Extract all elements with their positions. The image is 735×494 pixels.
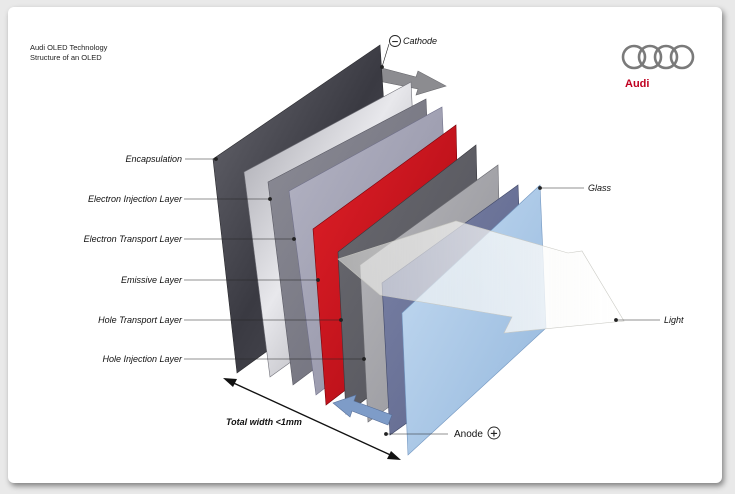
anode-label-group: Anode + — [454, 426, 501, 440]
label-total-width: Total width <1mm — [226, 417, 302, 427]
diagram-title-line1: Audi OLED Technology — [30, 43, 108, 52]
audi-rings-icon — [621, 44, 695, 70]
anode-sign: + — [490, 429, 498, 440]
label-cathode: Cathode — [403, 36, 437, 46]
audi-logo: Audi — [621, 44, 695, 90]
label-light: Light — [664, 315, 684, 325]
label-electron-transport: Electron Transport Layer — [84, 234, 183, 244]
label-glass: Glass — [588, 183, 612, 193]
oled-structure-diagram: Audi OLED Technology Structure of an OLE… — [30, 35, 695, 460]
label-emissive: Emissive Layer — [121, 275, 183, 285]
cathode-sign: − — [391, 38, 399, 48]
label-hole-injection: Hole Injection Layer — [102, 354, 183, 364]
label-encapsulation: Encapsulation — [125, 154, 182, 164]
anode-arrow — [332, 394, 393, 426]
cathode-label-group: − Cathode — [389, 35, 437, 48]
leader-lines — [184, 43, 660, 436]
minus-icon — [389, 35, 401, 47]
label-anode: Anode — [454, 429, 483, 440]
label-hole-transport: Hole Transport Layer — [98, 315, 183, 325]
cathode-arrow — [377, 66, 447, 96]
width-dimension-arrow — [223, 378, 401, 460]
audi-wordmark: Audi — [625, 78, 649, 90]
plus-icon — [487, 426, 501, 440]
diagram-title-line2: Structure of an OLED — [30, 53, 102, 62]
diagram-card: Audi OLED Technology Structure of an OLE… — [8, 7, 722, 483]
light-beam-arrow — [337, 220, 625, 334]
label-electron-injection: Electron Injection Layer — [88, 194, 183, 204]
